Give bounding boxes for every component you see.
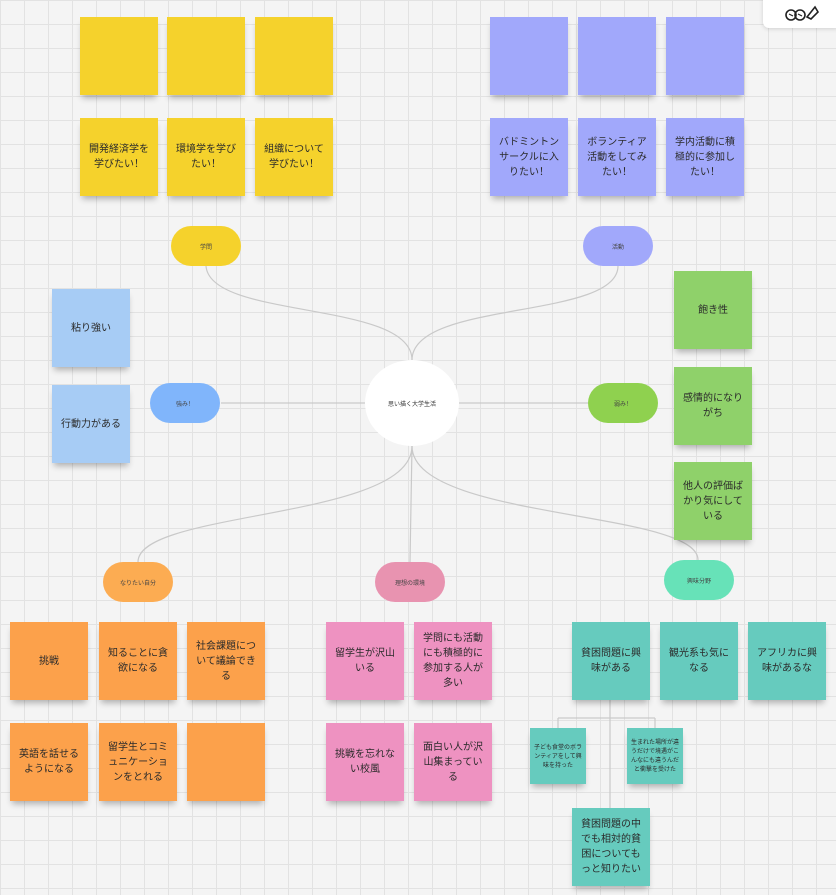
branch-node-kankyo[interactable]: 理想の環境 — [375, 562, 445, 602]
branch-node-katsudo[interactable]: 活動 — [583, 226, 653, 266]
branch-node-naritai[interactable]: なりたい自分 — [103, 562, 173, 602]
sticky-note-small[interactable]: 子ども食堂のボランティアをして興味を持った — [530, 728, 586, 784]
sticky-note[interactable] — [187, 723, 265, 801]
sticky-note[interactable]: 留学生とコミュニケーションをとれる — [99, 723, 177, 801]
sticky-note[interactable]: 開発経済学を学びたい！ — [80, 118, 158, 196]
branch-node-gakumon[interactable]: 学問 — [171, 226, 241, 266]
sticky-note[interactable]: 感情的になりがち — [674, 367, 752, 445]
logo-badge[interactable] — [763, 0, 836, 28]
sticky-note[interactable] — [490, 17, 568, 95]
sticky-note[interactable]: アフリカに興味があるな — [748, 622, 826, 700]
sticky-note[interactable]: 留学生が沢山いる — [326, 622, 404, 700]
sticky-note[interactable]: 知ることに貪欲になる — [99, 622, 177, 700]
sticky-note[interactable]: ボランティア活動をしてみたい！ — [578, 118, 656, 196]
sticky-note[interactable]: 学内活動に積極的に参加したい！ — [666, 118, 744, 196]
sticky-note[interactable]: 学問にも活動にも積極的に参加する人が多い — [414, 622, 492, 700]
sticky-note[interactable] — [255, 17, 333, 95]
sticky-note[interactable]: 飽き性 — [674, 271, 752, 349]
sticky-note[interactable]: バドミントンサークルに入りたい！ — [490, 118, 568, 196]
sticky-note[interactable]: 環境学を学びたい！ — [167, 118, 245, 196]
mindmap-logo-icon — [784, 5, 819, 21]
sticky-note[interactable]: 粘り強い — [52, 289, 130, 367]
sticky-note[interactable]: 挑戦 — [10, 622, 88, 700]
sticky-note[interactable]: 組織について学びたい！ — [255, 118, 333, 196]
sticky-note[interactable]: 面白い人が沢山集まっている — [414, 723, 492, 801]
sticky-note[interactable]: 英語を話せるようになる — [10, 723, 88, 801]
branch-node-tsuyomi[interactable]: 強み！ — [150, 383, 220, 423]
central-topic-node[interactable]: 思い描く大学生活 — [365, 360, 459, 446]
sticky-note[interactable]: 貧困問題に興味がある — [572, 622, 650, 700]
branch-node-kyomi[interactable]: 興味分野 — [664, 560, 734, 600]
sticky-note[interactable] — [80, 17, 158, 95]
sticky-note-small[interactable]: 生まれた場所が違うだけで境遇がこんなにも違うんだと衝撃を受けた — [627, 728, 683, 784]
sticky-note[interactable]: 観光系も気になる — [660, 622, 738, 700]
sticky-note[interactable]: 行動力がある — [52, 385, 130, 463]
sticky-note[interactable]: 挑戦を忘れない校風 — [326, 723, 404, 801]
sticky-note[interactable] — [666, 17, 744, 95]
sticky-note[interactable]: 社会課題について議論できる — [187, 622, 265, 700]
sticky-note[interactable] — [167, 17, 245, 95]
branch-node-yowami[interactable]: 弱み！ — [588, 383, 658, 423]
sticky-note[interactable]: 貧困問題の中でも相対的貧困についてもっと知りたい — [572, 808, 650, 886]
sticky-note[interactable]: 他人の評価ばかり気にしている — [674, 462, 752, 540]
sticky-note[interactable] — [578, 17, 656, 95]
